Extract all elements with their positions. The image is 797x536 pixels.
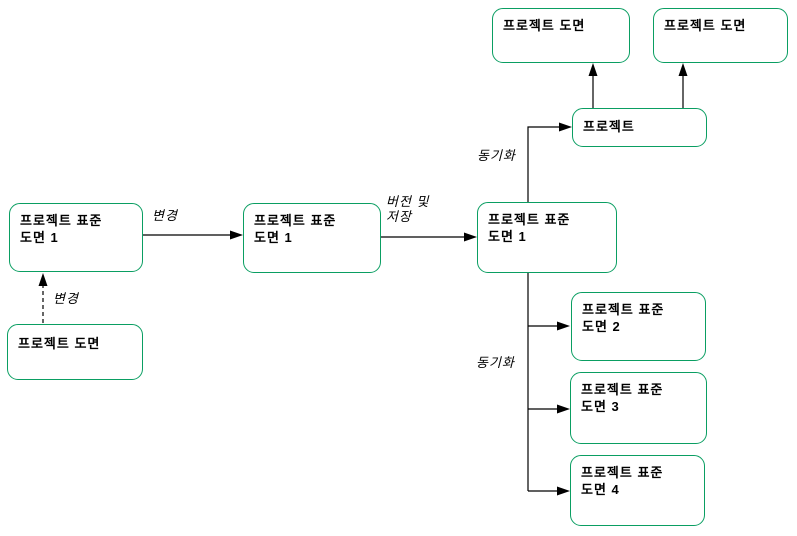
box-project-drawing-top-2: 프로젝트 도면 (653, 8, 788, 63)
box-label-line: 프로젝트 도면 (664, 18, 747, 33)
label-sync-bottom: 동기화 (476, 355, 515, 370)
arrow-sync-std3 (528, 404, 570, 414)
label-version-line2: 저장 (386, 209, 412, 224)
box-project-standard-drawing-1-right: 프로젝트 표준 도면 1 (477, 202, 617, 273)
box-label-line: 도면 1 (254, 230, 293, 245)
box-label-line: 프로젝트 표준 (581, 465, 664, 480)
box-label-line: 프로젝트 표준 (20, 213, 103, 228)
arrow-change-dashed (38, 273, 48, 323)
arrow-sync-std2 (528, 321, 570, 331)
box-project-standard-drawing-1-middle: 프로젝트 표준 도면 1 (243, 203, 381, 273)
label-sync-top: 동기화 (477, 148, 516, 163)
label-change-dashed: 변경 (53, 291, 79, 306)
box-label-line: 프로젝트 표준 (254, 213, 337, 228)
arrow-project-to-drawing-2 (678, 63, 688, 108)
arrow-project-to-drawing-1 (588, 63, 598, 108)
arrow-version-save (381, 232, 477, 242)
box-label-line: 도면 3 (581, 399, 620, 414)
box-label-line: 프로젝트 (583, 119, 635, 134)
arrow-change (143, 230, 243, 240)
arrow-sync-std4 (528, 486, 570, 496)
box-project-drawing-bottom-left: 프로젝트 도면 (7, 324, 143, 380)
box-label-line: 프로젝트 도면 (18, 336, 101, 351)
label-version-and-save: 버전 및 저장 (386, 194, 430, 224)
box-project-drawing-top-1: 프로젝트 도면 (492, 8, 630, 63)
box-project-standard-drawing-2: 프로젝트 표준 도면 2 (571, 292, 706, 361)
box-label-line: 프로젝트 표준 (582, 302, 665, 317)
box-project: 프로젝트 (572, 108, 707, 147)
box-label-line: 프로젝트 도면 (503, 18, 586, 33)
box-label-line: 도면 2 (582, 319, 621, 334)
box-label-line: 프로젝트 표준 (488, 212, 571, 227)
box-project-standard-drawing-3: 프로젝트 표준 도면 3 (570, 372, 707, 444)
label-version-line1: 버전 및 (386, 194, 430, 209)
box-label-line: 프로젝트 표준 (581, 382, 664, 397)
box-project-standard-drawing-1-left: 프로젝트 표준 도면 1 (9, 203, 143, 272)
box-label-line: 도면 1 (488, 229, 527, 244)
box-project-standard-drawing-4: 프로젝트 표준 도면 4 (570, 455, 705, 526)
box-label-line: 도면 1 (20, 230, 59, 245)
arrow-sync-project (527, 122, 572, 202)
label-change: 변경 (152, 208, 178, 223)
box-label-line: 도면 4 (581, 482, 620, 497)
